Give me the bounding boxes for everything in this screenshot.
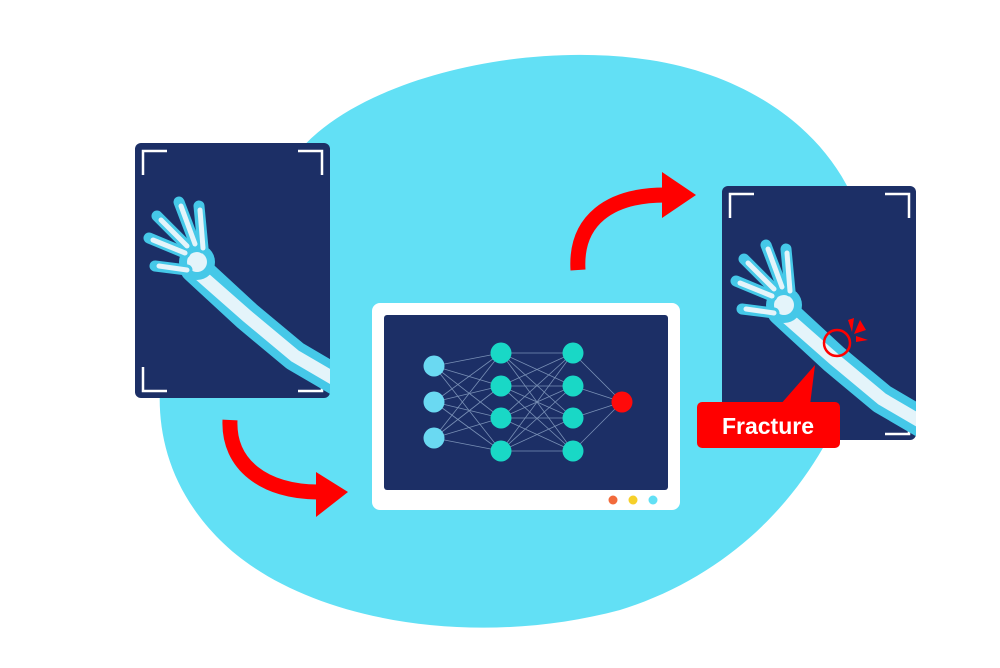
network-edge [500,352,574,452]
fracture-label-box [697,402,840,448]
indicator-yellow [628,495,638,505]
input-node [423,391,445,413]
hidden-node [562,342,584,364]
network-edge [433,352,502,403]
output-node [611,391,633,413]
fracture-label: Fracture [722,413,814,439]
network-edge [433,401,502,419]
neural-network-monitor [372,303,680,510]
network-edge [433,352,502,439]
network-edge [500,352,574,419]
xray-result-card: Fracture [697,186,916,448]
alert-spark-icon [848,318,868,342]
network-edge [500,385,574,452]
network-edge [433,365,502,452]
network-edge [433,417,502,439]
network-edge [433,365,502,387]
network-edge [433,365,502,419]
input-node [423,355,445,377]
hidden-node [562,375,584,397]
arrow-icon [570,172,696,271]
hidden-node [490,342,512,364]
network-edge [433,401,502,452]
network-edge [572,352,623,403]
hidden-node [562,407,584,429]
xray-input-card [135,143,330,398]
network-nodes [423,342,633,462]
label-pointer [780,365,815,405]
network-edge [433,385,502,439]
network-edge [500,417,574,452]
arrow-icon [222,419,348,517]
network-edge [433,385,502,403]
network-edge [572,401,623,452]
indicator-orange [608,495,618,505]
fracture-marker-icon [822,328,852,358]
network-edge [433,437,502,452]
network-edge [500,352,574,387]
hidden-node [490,375,512,397]
hidden-node [490,440,512,462]
indicator-cyan [648,495,658,505]
network-edge [433,352,502,367]
hidden-node [490,407,512,429]
hidden-node [562,440,584,462]
input-node [423,427,445,449]
